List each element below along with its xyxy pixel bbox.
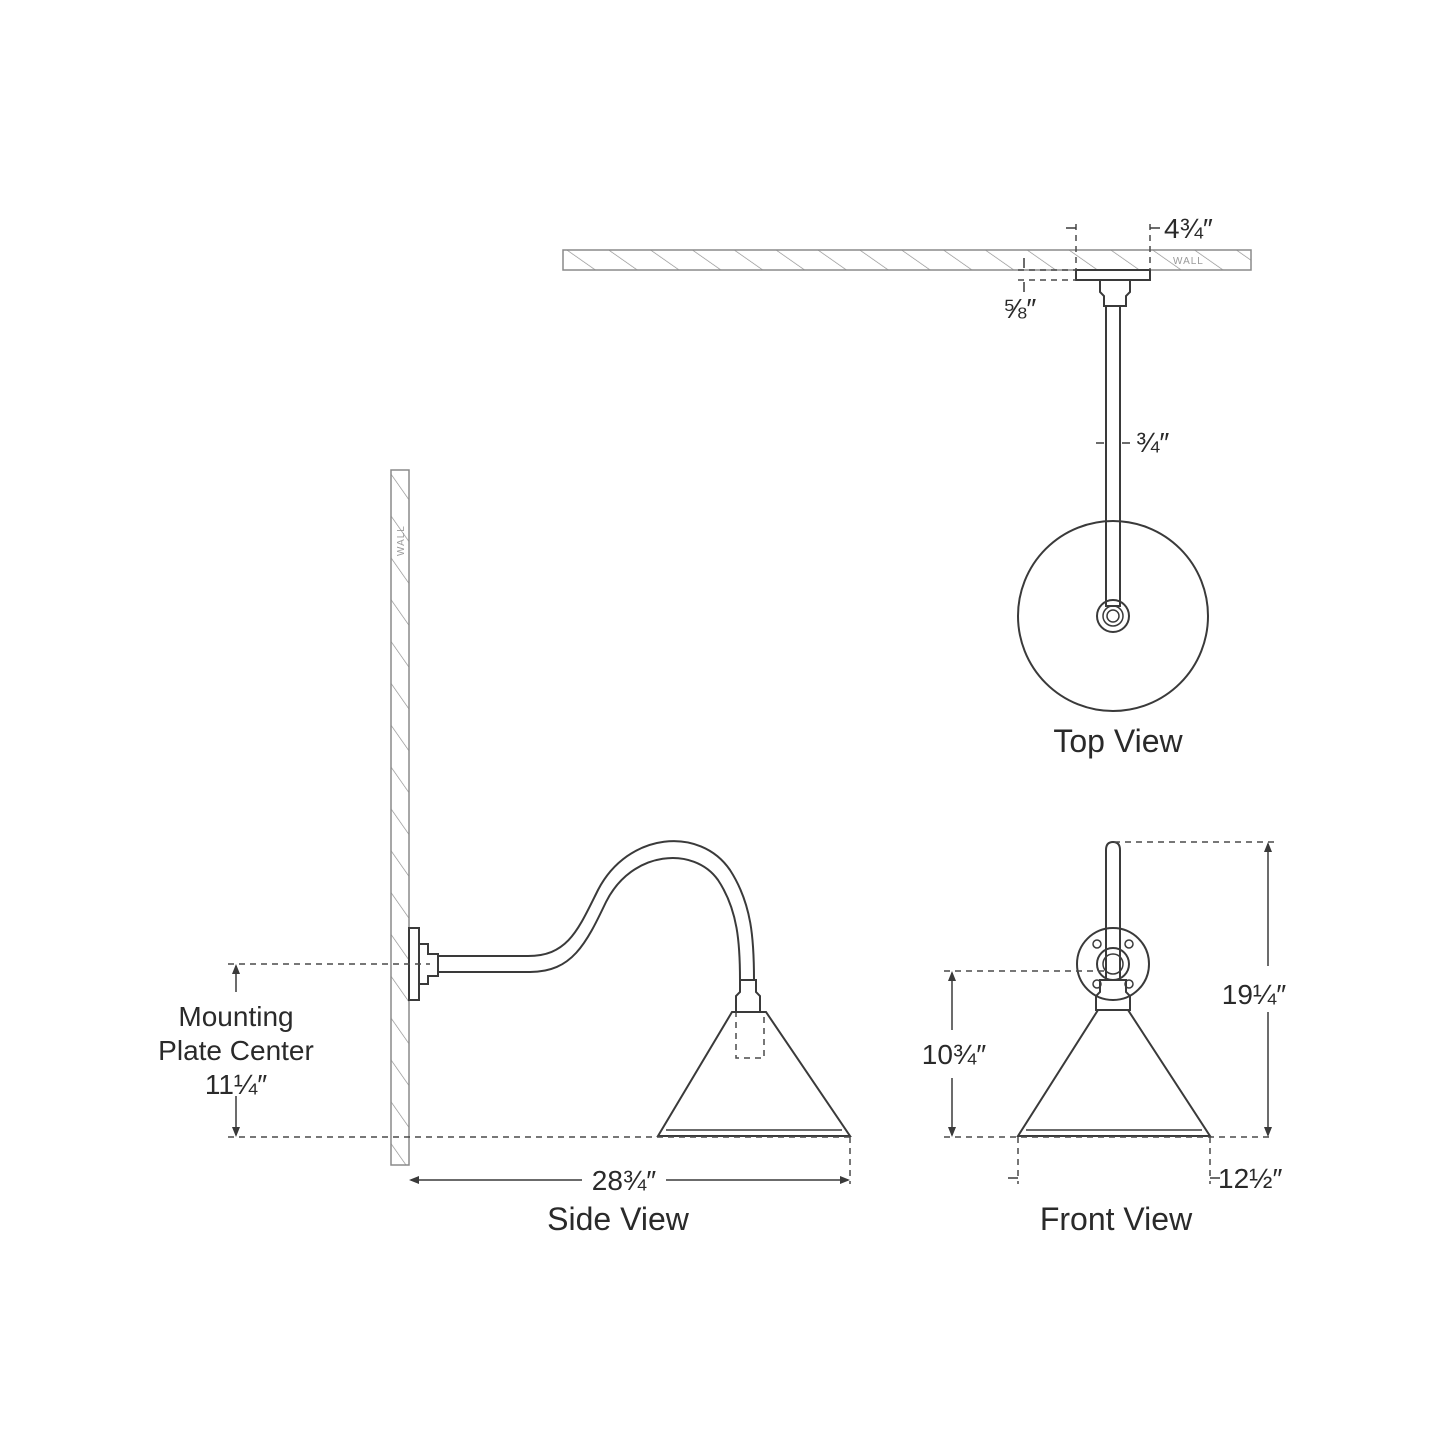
side-view-wall-label: WALL bbox=[396, 525, 407, 556]
side-view-plate-boss bbox=[419, 943, 439, 985]
top-view-title: Top View bbox=[1053, 723, 1183, 759]
arm-diameter-label: ¾″ bbox=[1136, 427, 1169, 458]
top-view-shade bbox=[1017, 520, 1209, 712]
extension-arrow-right bbox=[840, 1176, 850, 1184]
mounting-center-value: 11¼″ bbox=[205, 1069, 267, 1100]
side-view: WALL Mounting Plate Center 11¼″ 28¾″ S bbox=[158, 469, 852, 1237]
overall-height-label: 19¼″ bbox=[1222, 979, 1286, 1010]
extension-label: 28¾″ bbox=[592, 1165, 656, 1196]
side-view-gooseneck-arm bbox=[438, 840, 755, 981]
front-center-label: 10¾″ bbox=[922, 1039, 986, 1070]
side-view-fitter bbox=[735, 979, 761, 1013]
front-view-shade bbox=[1016, 1009, 1212, 1137]
side-view-wall bbox=[390, 469, 410, 1166]
front-view-boss-outer bbox=[1096, 947, 1130, 981]
front-view-boss-inner bbox=[1102, 953, 1124, 975]
top-view: WALL 4¾″ ⅝″ ¾″ Top View bbox=[562, 213, 1252, 759]
front-view-screw-top-left bbox=[1092, 939, 1102, 949]
side-view-gooseneck-arm-inner bbox=[438, 857, 741, 981]
front-view-arm bbox=[1105, 840, 1121, 980]
top-view-arm bbox=[1105, 305, 1121, 607]
mounting-center-label-line2: Plate Center bbox=[158, 1035, 314, 1066]
front-center-arrow-bottom bbox=[948, 1127, 956, 1137]
top-view-socket-inner bbox=[1102, 605, 1124, 627]
top-view-socket-core bbox=[1106, 609, 1120, 623]
plate-width-label: 4¾″ bbox=[1164, 213, 1213, 244]
front-view-screw-top-right bbox=[1124, 939, 1134, 949]
mounting-center-arrow-bottom bbox=[232, 1127, 240, 1137]
side-view-bulb bbox=[735, 1011, 765, 1059]
top-view-mounting-plate bbox=[1075, 269, 1151, 281]
top-view-socket-outer bbox=[1096, 599, 1130, 633]
front-view-backplate bbox=[1076, 927, 1150, 1001]
front-center-arrow-top bbox=[948, 971, 956, 981]
side-view-title: Side View bbox=[547, 1201, 690, 1237]
top-view-wall bbox=[562, 249, 1252, 271]
overall-height-arrow-bottom bbox=[1264, 1127, 1272, 1137]
mounting-center-arrow-top bbox=[232, 964, 240, 974]
overall-height-arrow-top bbox=[1264, 842, 1272, 852]
mounting-center-label-line1: Mounting bbox=[178, 1001, 293, 1032]
extension-arrow-left bbox=[409, 1176, 419, 1184]
plate-depth-label: ⅝″ bbox=[1003, 293, 1036, 324]
side-view-shade bbox=[656, 1011, 852, 1137]
top-view-wall-label: WALL bbox=[1173, 256, 1204, 267]
front-view: 10¾″ 19¼″ 12½″ Front View bbox=[922, 840, 1286, 1237]
top-view-fitter bbox=[1099, 279, 1131, 307]
front-view-title: Front View bbox=[1040, 1201, 1193, 1237]
front-view-fitter bbox=[1095, 979, 1131, 1011]
shade-diameter-label: 12½″ bbox=[1218, 1163, 1282, 1194]
